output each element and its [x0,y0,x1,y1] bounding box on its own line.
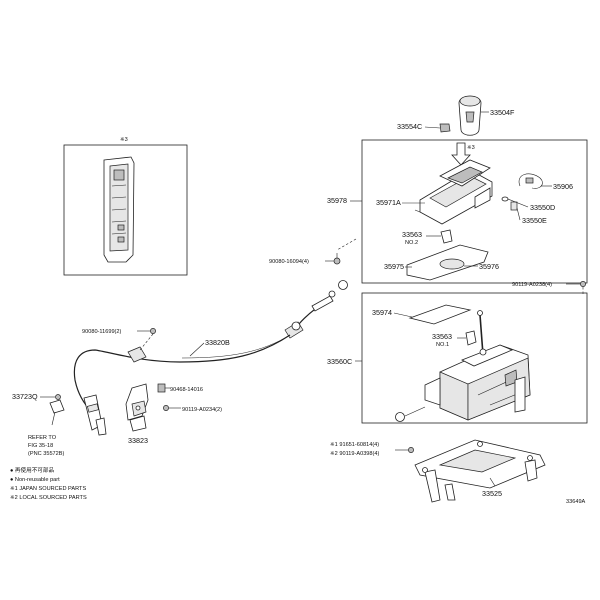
svg-text:FIG 35-18: FIG 35-18 [28,443,53,449]
label-no2: NO.2 [405,240,418,246]
label-33525: 33525 [482,489,502,498]
callout-a-lower [395,406,426,422]
legend-line-1: ● 再使用不可部品 [10,466,54,474]
svg-text:(PNC 35572B): (PNC 35572B) [28,451,65,457]
callout-a-cable [338,280,348,290]
shift-lever-assembly [424,344,531,421]
lower-assembly-box [361,292,588,424]
label-no1: NO.1 [436,342,449,348]
label-35975: 35975 [384,262,404,271]
label-33563-upper: 33563 [402,230,422,239]
cable-bracket: 33823 [125,383,149,445]
label-35978: 35978 [327,196,347,205]
bezel-plate: 35975 35976 [384,244,499,281]
label-star3: ※3 [467,144,475,151]
label-35974: 35974 [372,308,392,317]
label-33550E: 33550E [522,216,547,225]
bolt-90080-16094: 90080-16094(4) [269,253,341,265]
bushing-parts: 33550D 33550E [501,196,555,225]
refer-note: REFER TO FIG 35-18 (PNC 35572B) [28,435,65,457]
slide-plate: 35974 [372,304,472,325]
legend-line-3: ※1 JAPAN SOURCED PARTS [10,485,86,492]
legend-line-4: ※2 LOCAL SOURCED PARTS [10,494,87,501]
bolt-90119-A0234: 90119-A0234(2) [163,405,222,413]
inset-box: ※3 [63,136,188,276]
shift-knob: 33504F [458,95,515,136]
label-35976: 35976 [479,262,499,271]
label-fastener-2: ※2 90119-A0398(4) [330,450,380,457]
label-35971A: 35971A [376,198,401,207]
legend: ● 再使用不可部品 ● Non-reusable part ※1 JAPAN S… [10,466,87,501]
label-33823: 33823 [128,436,148,445]
label-33504F: 33504F [490,108,515,117]
shift-indicator-panel [103,156,135,263]
clip-33723Q: 33723Q [12,392,65,426]
label-90119-A0234: 90119-A0234(2) [182,407,222,413]
bolt-90119-A0238: 90119-A0238(4) [512,281,586,296]
direction-arrow: ※3 [451,142,475,166]
fastener-notes: ※1 91651-60814(4) ※2 90119-A0398(4) [330,441,414,457]
label-90080-11699: 90080-11699(2) [82,329,122,335]
inset-marker: ※3 [120,136,128,143]
lever-base-bracket: 33525 [414,439,546,503]
label-90468-14016: 90468-14016 [170,387,203,393]
label-33563-lower: 33563 [432,332,452,341]
wire-connector: 35906 [518,173,573,191]
label-33560C: 33560C [327,357,352,366]
label-33820B: 33820B [205,338,230,347]
legend-line-2: ● Non-reusable part [10,477,60,483]
label-90119-A0238: 90119-A0238(4) [512,282,552,288]
knob-clip: 33554C [397,122,451,133]
shift-lock-no2: 33563 NO.2 [402,229,453,246]
label-33723Q: 33723Q [12,392,38,401]
label-90080-16094: 90080-16094(4) [269,259,309,265]
svg-text:REFER TO: REFER TO [28,435,57,441]
shift-housing [414,159,493,225]
label-fastener-1: ※1 91651-60814(4) [330,441,379,448]
clamp-90468-14016: 90468-14016 [157,383,203,393]
label-33550D: 33550D [530,203,555,212]
upper-assembly-box [361,139,588,284]
control-cable [73,290,336,436]
label-33554C: 33554C [397,122,422,131]
bolt-90080-11699: 90080-11699(2) [82,328,156,351]
shift-lock-no1: 33563 NO.1 [432,330,477,348]
label-35906: 35906 [553,182,573,191]
figure-code: 33649A [566,499,586,505]
